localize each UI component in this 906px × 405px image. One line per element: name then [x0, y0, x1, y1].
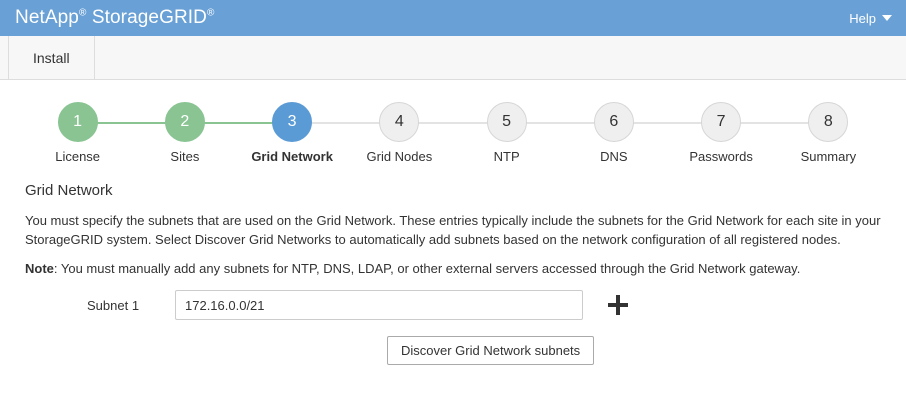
- step-summary-number: 8: [808, 102, 849, 142]
- step-dns-label: DNS: [600, 149, 628, 164]
- help-menu-label: Help: [849, 10, 876, 26]
- grid-network-note: Note: You must manually add any subnets …: [25, 261, 881, 276]
- step-connector: [399, 122, 507, 124]
- main-content: Grid Network You must specify the subnet…: [0, 166, 906, 365]
- step-grid-network-number: 3: [272, 102, 313, 142]
- discover-row: Discover Grid Network subnets: [25, 336, 881, 365]
- tab-install[interactable]: Install: [8, 36, 95, 79]
- step-connector: [292, 122, 400, 124]
- step-grid-network-label: Grid Network: [251, 149, 333, 164]
- tab-install-label: Install: [33, 49, 70, 66]
- step-passwords[interactable]: 7 Passwords: [668, 102, 829, 164]
- subnet-1-input[interactable]: [175, 290, 583, 320]
- page-title: Grid Network: [25, 182, 113, 199]
- step-dns-number: 6: [593, 102, 634, 142]
- step-passwords-number: 7: [701, 102, 742, 142]
- step-summary-label: Summary: [800, 149, 857, 164]
- step-ntp-number: 5: [486, 102, 527, 142]
- step-connector: [721, 122, 829, 124]
- subnet-1-label: Subnet 1: [87, 297, 140, 313]
- grid-network-description: You must specify the subnets that are us…: [25, 213, 881, 247]
- step-connector: [77, 122, 185, 124]
- step-license[interactable]: 1 License: [24, 102, 185, 164]
- step-connector: [613, 122, 722, 124]
- app-header: NetApp® StorageGRID® Help: [0, 0, 906, 36]
- chevron-down-icon: [882, 15, 892, 21]
- discover-grid-network-subnets-button[interactable]: Discover Grid Network subnets: [387, 336, 595, 365]
- step-license-label: License: [55, 149, 101, 164]
- step-license-number: 1: [57, 102, 98, 142]
- step-sites-label: Sites: [170, 149, 200, 164]
- step-grid-nodes-label: Grid Nodes: [366, 149, 433, 164]
- help-menu[interactable]: Help: [849, 11, 892, 26]
- note-prefix: Note: [25, 261, 54, 276]
- step-dns[interactable]: 6 DNS: [560, 102, 722, 164]
- step-connector: [184, 122, 293, 124]
- brand-company: NetApp: [15, 7, 79, 28]
- step-grid-nodes[interactable]: 4 Grid Nodes: [346, 102, 507, 164]
- step-passwords-label: Passwords: [689, 149, 753, 164]
- step-connector: [506, 122, 614, 124]
- step-sites-number: 2: [164, 102, 205, 142]
- step-summary[interactable]: 8 Summary: [775, 102, 882, 164]
- step-ntp-label: NTP: [493, 149, 520, 164]
- step-grid-network[interactable]: 3 Grid Network: [239, 102, 400, 164]
- brand-product-registered-mark: ®: [207, 7, 215, 19]
- plus-icon[interactable]: [607, 294, 629, 316]
- tab-bar: Install: [0, 36, 906, 80]
- step-sites[interactable]: 2 Sites: [131, 102, 293, 164]
- brand-product: StorageGRID: [91, 7, 207, 28]
- brand-logo: NetApp® StorageGRID®: [15, 7, 214, 29]
- step-grid-nodes-number: 4: [379, 102, 420, 142]
- step-ntp[interactable]: 5 NTP: [453, 102, 614, 164]
- note-text: : You must manually add any subnets for …: [53, 261, 801, 276]
- subnet-row: Subnet 1: [25, 290, 881, 320]
- install-wizard-stepper: 1 License 2 Sites 3 Grid Network 4 Grid …: [0, 102, 906, 166]
- brand-company-registered-mark: ®: [78, 7, 87, 19]
